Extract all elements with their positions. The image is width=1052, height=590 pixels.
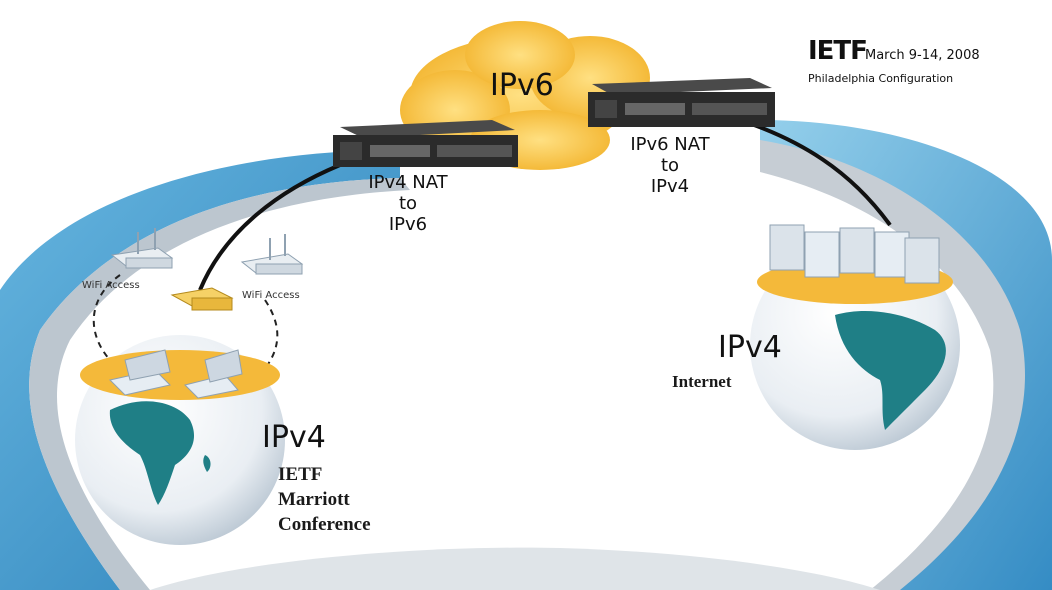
right-blue-arc xyxy=(760,120,1052,590)
background-arcs xyxy=(0,120,1052,590)
left-caption-line3: Conference xyxy=(278,514,371,535)
right-translator-line1: IPv6 NAT xyxy=(630,134,710,155)
wifi-equipment xyxy=(110,228,304,311)
left-caption-line1: IETF xyxy=(278,464,323,485)
left-translator-line2: to xyxy=(398,193,418,214)
right-translator-line2: to xyxy=(660,155,680,176)
south-america-landmass xyxy=(835,310,946,430)
right-translator-line3: IPv4 xyxy=(650,176,690,197)
right-grey-band xyxy=(760,140,1025,590)
wifi-access-point-right xyxy=(240,234,304,275)
ietf-brand: IETF xyxy=(808,36,868,66)
africa-landmass xyxy=(109,401,195,505)
left-globe xyxy=(75,335,285,545)
wifi-access-point-left xyxy=(110,228,174,269)
right-caption: Internet xyxy=(672,372,732,391)
left-translator-line3: IPv6 xyxy=(388,214,428,235)
left-translator-label: IPv4 NAT to IPv6 xyxy=(348,172,468,235)
cloud-label: IPv6 xyxy=(490,68,554,103)
left-caption: IETF Marriott Conference xyxy=(278,462,371,537)
left-cable xyxy=(198,163,341,291)
left-translator-line1: IPv4 NAT xyxy=(368,172,448,193)
left-nat-router xyxy=(333,120,518,167)
left-caption-line2: Marriott xyxy=(278,489,350,510)
right-cable xyxy=(739,118,892,227)
laptops xyxy=(109,349,243,399)
event-date: March 9-14, 2008 xyxy=(865,48,980,63)
wifi-access-left-label: WiFi Access xyxy=(82,280,140,291)
wifi-access-right-label: WiFi Access xyxy=(242,290,300,301)
right-nat-router xyxy=(588,78,775,127)
bottom-grey-band xyxy=(150,547,880,590)
right-translator-label: IPv6 NAT to IPv4 xyxy=(610,134,730,197)
left-ipv4-label: IPv4 xyxy=(262,420,326,455)
left-blue-arc xyxy=(0,150,400,590)
event-subtitle: Philadelphia Configuration xyxy=(808,72,954,85)
right-globe xyxy=(750,224,960,450)
left-wifi-dashed xyxy=(92,274,121,371)
servers xyxy=(769,224,940,284)
right-ipv4-label: IPv4 xyxy=(718,330,782,365)
network-switch xyxy=(170,287,234,311)
